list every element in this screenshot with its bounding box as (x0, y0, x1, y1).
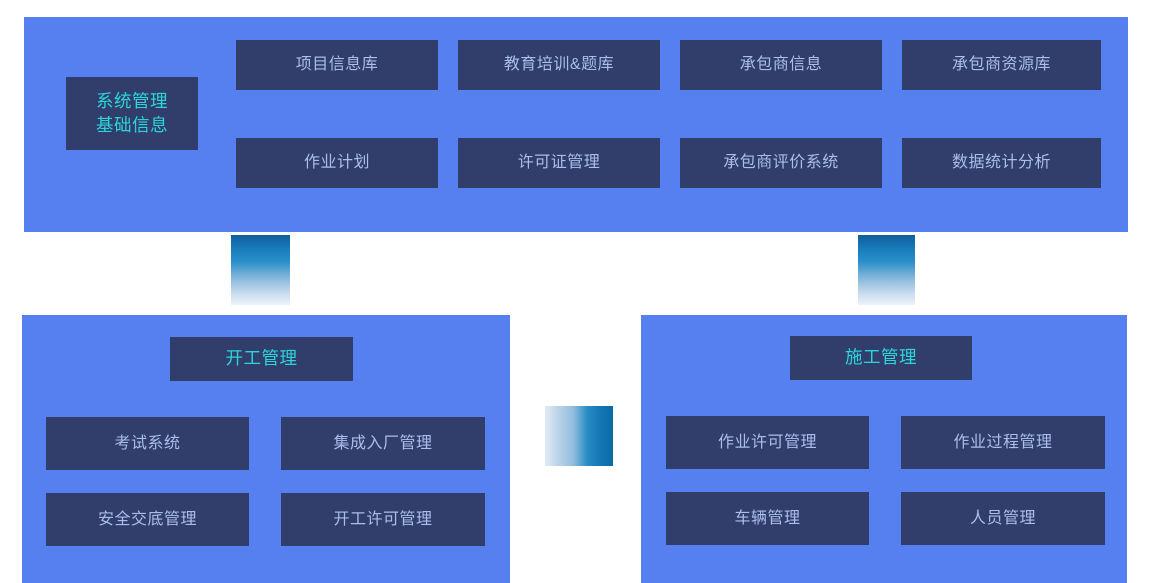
card-work-permit-management[interactable]: 作业许可管理 (666, 416, 869, 469)
card-data-statistics-analysis[interactable]: 数据统计分析 (902, 138, 1101, 188)
bottom-right-header-card[interactable]: 施工管理 (790, 336, 972, 380)
card-examination-system[interactable]: 考试系统 (46, 417, 249, 470)
card-vehicle-management[interactable]: 车辆管理 (666, 492, 869, 545)
card-integrated-plant-entry-management[interactable]: 集成入厂管理 (281, 417, 485, 470)
card-education-training-question-bank[interactable]: 教育培训&题库 (458, 40, 660, 90)
bottom-left-header-card[interactable]: 开工管理 (170, 337, 353, 381)
top-panel-system-management: 系统管理 基础信息 项目信息库 教育培训&题库 承包商信息 承包商资源库 作业计… (24, 17, 1128, 232)
card-personnel-management[interactable]: 人员管理 (901, 492, 1105, 545)
connector-arrow-left (231, 235, 290, 305)
connector-arrow-right (858, 235, 915, 305)
card-startup-permit-management[interactable]: 开工许可管理 (281, 493, 485, 546)
connector-arrow-middle (545, 406, 613, 466)
card-permit-management[interactable]: 许可证管理 (458, 138, 660, 188)
card-contractor-evaluation-system[interactable]: 承包商评价系统 (680, 138, 882, 188)
top-panel-header-card[interactable]: 系统管理 基础信息 (66, 77, 198, 150)
card-project-information-library[interactable]: 项目信息库 (236, 40, 438, 90)
card-safety-briefing-management[interactable]: 安全交底管理 (46, 493, 249, 546)
bottom-left-panel-startup-management: 开工管理 考试系统 集成入厂管理 安全交底管理 开工许可管理 (22, 315, 510, 583)
card-work-process-management[interactable]: 作业过程管理 (901, 416, 1105, 469)
top-panel-header-line1: 系统管理 (96, 91, 168, 112)
card-contractor-information[interactable]: 承包商信息 (680, 40, 882, 90)
card-contractor-resource-library[interactable]: 承包商资源库 (902, 40, 1101, 90)
bottom-right-panel-construction-management: 施工管理 作业许可管理 作业过程管理 车辆管理 人员管理 (641, 315, 1127, 583)
card-work-plan[interactable]: 作业计划 (236, 138, 438, 188)
top-panel-header-line2: 基础信息 (96, 114, 168, 135)
